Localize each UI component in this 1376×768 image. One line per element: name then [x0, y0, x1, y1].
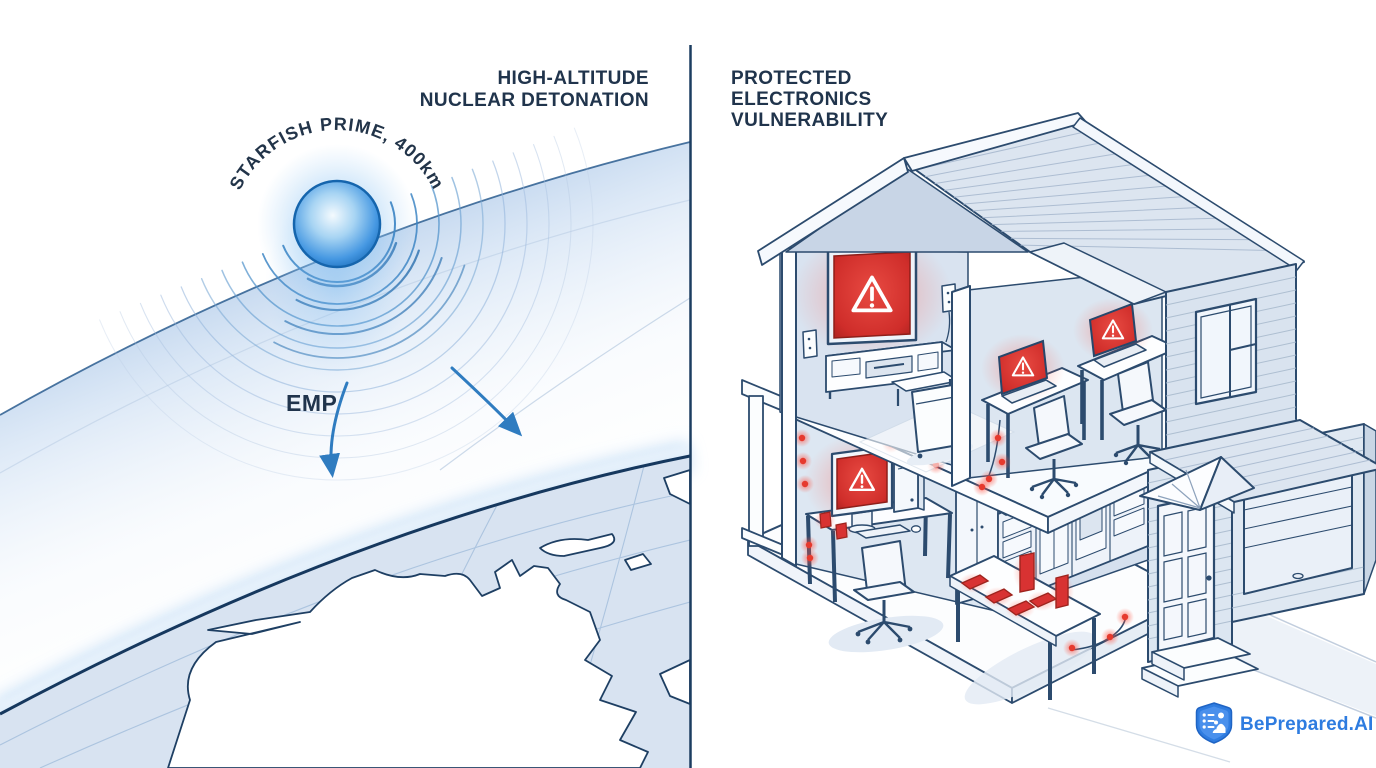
shield-family-checklist-icon	[1195, 702, 1233, 744]
wing-exterior	[1165, 263, 1297, 469]
garage-handle	[1292, 572, 1304, 580]
right-title-line2: ELECTRONICS	[731, 89, 872, 110]
front-door	[1156, 492, 1216, 654]
monitor-warning	[830, 444, 894, 534]
wall-outlet-left	[802, 329, 818, 359]
right-title: PROTECTED ELECTRONICS VULNERABILITY	[731, 68, 888, 131]
right-title-line3: VULNERABILITY	[731, 110, 888, 131]
phones-table	[949, 552, 1134, 700]
logo: BePrepared.AI	[1195, 702, 1374, 744]
left-title-line2: NUCLEAR DETONATION	[420, 90, 649, 111]
roof-hatch	[915, 128, 1287, 252]
emp-label: EMP	[286, 390, 337, 416]
home-office	[980, 298, 1179, 501]
laptop-warning-1	[981, 334, 1065, 404]
window	[1194, 297, 1258, 406]
roof-fascia-left	[757, 157, 909, 266]
laptop-warning-2	[1073, 298, 1153, 368]
phone-warning	[959, 552, 1074, 619]
tv-screen-warning	[826, 244, 918, 346]
emp-arrow-left	[319, 381, 349, 478]
charging-devices	[814, 511, 852, 540]
emp-arrow-right	[450, 366, 523, 437]
house-illustration: PROTECTED ELECTRONICS VULNERABILITY	[731, 68, 1376, 763]
left-title-line1: HIGH-ALTITUDE	[497, 68, 649, 89]
mouse	[910, 525, 922, 533]
partition-wall	[951, 285, 971, 487]
garage-side	[1363, 423, 1376, 595]
earth	[0, 441, 693, 768]
keyboard	[855, 524, 911, 539]
office-chair-lower	[853, 540, 915, 645]
door-steps	[1141, 637, 1259, 698]
landmass	[167, 469, 690, 768]
door-knob	[1206, 575, 1212, 581]
detonation-orb	[257, 144, 417, 380]
right-title-line1: PROTECTED	[731, 68, 852, 89]
logo-text: BePrepared.AI	[1240, 714, 1374, 735]
roof	[757, 112, 1305, 305]
porch-roof	[1139, 456, 1255, 511]
left-title: HIGH-ALTITUDE NUCLEAR DETONATION	[420, 68, 649, 111]
left-diagram: STARFISH PRIME, 400km EMP	[0, 68, 693, 768]
